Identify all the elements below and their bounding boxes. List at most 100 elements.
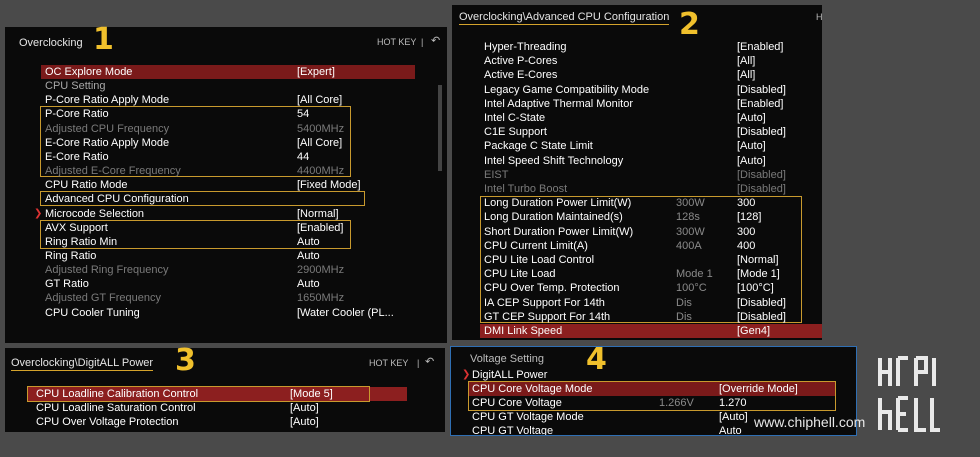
row-value[interactable]: 54 (297, 108, 310, 121)
row-value[interactable]: Auto (297, 278, 320, 291)
panel2-row[interactable]: C1E Support[Disabled] (484, 125, 820, 139)
row-value[interactable]: 5400MHz (297, 122, 345, 135)
row-value[interactable]: [Mode 5] (290, 388, 333, 400)
panel4-row[interactable]: CPU GT Voltage Mode[Auto] (472, 410, 852, 424)
row-value[interactable]: [Override Mode] (719, 383, 798, 395)
row-value[interactable]: [Disabled] (737, 126, 786, 139)
panel2-row[interactable]: Active E-Cores[All] (484, 68, 820, 82)
hotkey-label[interactable]: HOT KEY (377, 37, 417, 47)
panel1-row[interactable]: OC Explore Mode[Expert] (45, 65, 440, 79)
panel1-row[interactable]: CPU Ratio Mode[Fixed Mode] (45, 178, 440, 192)
panel3-row[interactable]: CPU Loadline Calibration Control[Mode 5] (36, 387, 436, 401)
row-value[interactable]: [Auto] (737, 140, 766, 153)
hotkey-label[interactable]: H (816, 12, 822, 22)
row-value[interactable]: [Auto] (290, 416, 319, 428)
row-value[interactable]: Auto (297, 235, 320, 248)
panel1-row[interactable]: P-Core Ratio Apply Mode[All Core] (45, 93, 440, 107)
panel2-row[interactable]: Intel Turbo Boost[Disabled] (484, 182, 820, 196)
panel1-row[interactable]: Microcode Selection[Normal] (45, 207, 440, 221)
panel4-row[interactable]: DigitALL Power (472, 368, 852, 382)
row-value[interactable]: [All] (737, 69, 756, 82)
panel2-row[interactable]: EIST[Disabled] (484, 168, 820, 182)
row-value[interactable]: [Gen4] (737, 325, 771, 337)
row-value[interactable]: [Auto] (719, 411, 748, 423)
row-value[interactable]: [100°C] (737, 282, 774, 295)
panel1-row[interactable]: AVX Support[Enabled] (45, 221, 440, 235)
panel1-row[interactable]: CPU Cooler Tuning[Water Cooler (PL... (45, 306, 440, 320)
row-value[interactable]: 300 (737, 197, 756, 210)
row-value[interactable]: 44 (297, 150, 310, 163)
panel1-row[interactable]: Advanced CPU Configuration (45, 192, 440, 206)
row-value[interactable]: [Water Cooler (PL... (297, 306, 394, 319)
row-value[interactable]: Auto (297, 249, 320, 262)
row-value[interactable]: [All Core] (297, 136, 343, 149)
row-value[interactable]: [Enabled] (297, 221, 344, 234)
back-icon[interactable]: ↶ (431, 35, 441, 47)
panel2-row[interactable]: Active P-Cores[All] (484, 54, 820, 68)
row-value[interactable]: [Normal] (737, 254, 779, 266)
panel2-row[interactable]: Intel C-State[Auto] (484, 111, 820, 125)
panel2-row[interactable]: Legacy Game Compatibility Mode[Disabled] (484, 83, 820, 97)
row-value[interactable]: [Disabled] (737, 168, 786, 181)
panel2-row[interactable]: DMI Link Speed[Gen4] (484, 324, 820, 338)
row-value[interactable]: [Enabled] (737, 97, 784, 110)
panel1-row[interactable]: CPU Setting (45, 79, 440, 93)
panel1-row[interactable]: Adjusted GT Frequency 1650MHz (45, 291, 440, 305)
panel2-row[interactable]: Long Duration Maintained(s)128s[128] (484, 210, 820, 224)
panel3-row[interactable]: CPU Over Voltage Protection[Auto] (36, 415, 436, 429)
panel1-row[interactable]: E-Core Ratio Apply Mode[All Core] (45, 136, 440, 150)
row-value[interactable]: [128] (737, 211, 762, 224)
row-value[interactable]: Auto (719, 425, 742, 436)
hotkey-label[interactable]: HOT KEY (369, 358, 409, 368)
panel2-row[interactable]: Hyper-Threading[Enabled] (484, 40, 820, 54)
row-value[interactable]: 2900MHz (297, 264, 345, 277)
scrollbar[interactable] (438, 85, 442, 171)
panel2-row[interactable]: CPU Lite Load Control[Normal] (484, 253, 820, 267)
row-value[interactable]: [Fixed Mode] (297, 179, 361, 192)
selected-row-bar (27, 387, 407, 401)
panel2-row[interactable]: Package C State Limit[Auto] (484, 139, 820, 153)
row-value[interactable]: [Auto] (290, 402, 319, 414)
panel3-row[interactable]: CPU Loadline Saturation Control[Auto] (36, 401, 436, 415)
row-value[interactable]: [Auto] (737, 112, 766, 124)
row-value[interactable]: 1650MHz (297, 292, 345, 305)
row-value[interactable]: [Disabled] (737, 183, 786, 195)
panel2-row[interactable]: Intel Adaptive Thermal Monitor[Enabled] (484, 97, 820, 111)
row-value[interactable]: [Disabled] (737, 83, 786, 96)
row-value[interactable]: [All Core] (297, 94, 343, 107)
row-value[interactable]: [Enabled] (737, 41, 784, 53)
back-icon[interactable]: ↶ (425, 356, 435, 368)
panel2-row[interactable]: Intel Speed Shift Technology[Auto] (484, 154, 820, 168)
row-value[interactable]: 400 (737, 239, 756, 252)
row-value[interactable]: 1.270 (719, 397, 747, 409)
row-value[interactable]: 300 (737, 225, 756, 238)
panel4-row[interactable]: CPU Core Voltage Mode[Override Mode] (472, 382, 852, 396)
row-label: Adjusted GT Frequency (45, 292, 161, 305)
row-value[interactable]: [All] (737, 55, 756, 68)
row-value[interactable]: [Mode 1] (737, 268, 780, 281)
row-value[interactable]: [Expert] (297, 66, 335, 78)
row-value[interactable]: [Disabled] (737, 310, 786, 323)
row-value[interactable]: [Auto] (737, 154, 766, 167)
row-value[interactable]: 4400MHz (297, 165, 345, 178)
row-value[interactable]: [Normal] (297, 207, 339, 220)
row-value[interactable]: [Disabled] (737, 296, 786, 309)
